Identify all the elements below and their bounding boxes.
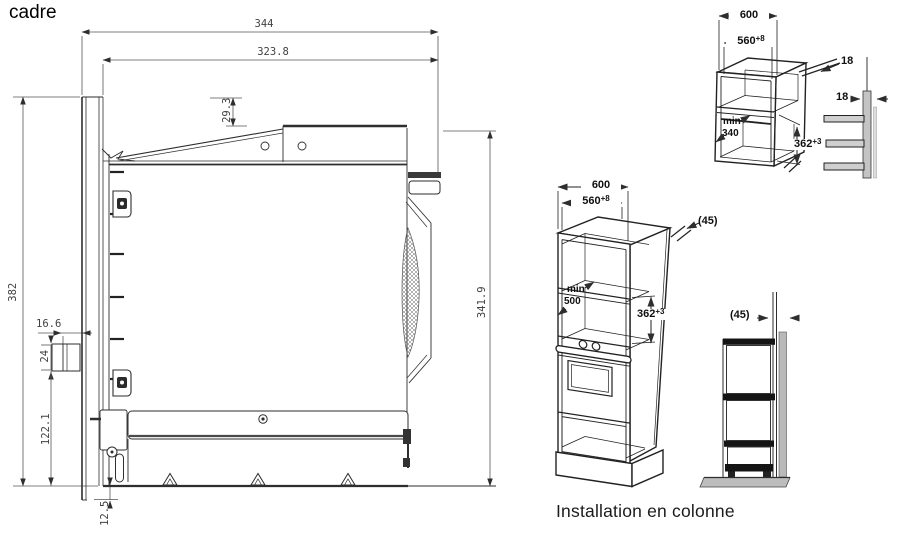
dim-bracket-inset: 16.6 (36, 318, 62, 330)
column-niche-height-tolerance: +3 (655, 306, 665, 316)
rear-fan-grille (401, 196, 432, 384)
dim-total-width: 344 (242, 19, 286, 30)
oven-knob (578, 339, 588, 349)
cabinet-foot (728, 471, 735, 478)
mounting-hole (260, 141, 270, 151)
dim-body-height: 341.9 (475, 286, 488, 319)
niche-height-tolerance: +3 (812, 136, 822, 146)
niche-width-tolerance: +8 (755, 33, 765, 43)
dim-bracket-height: 24 (38, 349, 51, 363)
niche-width-value: 560 (737, 35, 756, 47)
column-min-depth-label: min (567, 284, 585, 295)
niche-cabinet-linework (714, 12, 888, 179)
niche-side-section (823, 57, 888, 179)
dim-front-overhang: 12.5 (98, 500, 111, 526)
column-front-face (555, 232, 632, 472)
column-niche-width-tolerance: +8 (600, 193, 610, 203)
niche-height-value: 362 (794, 138, 813, 150)
niche-height-dim: 362+3 (792, 136, 824, 150)
column-niche-width-value: 560 (582, 195, 601, 207)
side-panel-thickness-dim: 18 (836, 91, 849, 103)
side-latch-clip (112, 369, 132, 397)
side-latch-clip (112, 190, 132, 218)
side-view-linework (13, 29, 496, 509)
cabinet-foot (763, 471, 771, 478)
column-interior-lines (561, 233, 650, 459)
dim-front-height: 382 (6, 282, 19, 302)
dim-top-recess: 29.3 (220, 97, 233, 123)
rear-mounting-tab (408, 172, 441, 178)
niche-min-depth-value: 340 (722, 128, 739, 139)
column-cabinet-width-dim: 600 (581, 180, 621, 191)
frame-label: cadre (9, 2, 57, 23)
oven-door-window (567, 359, 613, 398)
niche-cabinet-width-dim: 600 (729, 10, 769, 21)
installation-caption: Installation en colonne (556, 501, 735, 521)
column-cabinet-linework (555, 183, 700, 488)
top-bracket-hook (101, 148, 136, 162)
oven-handle (555, 344, 632, 364)
dim-body-width: 323.8 (248, 47, 298, 58)
oven-knob (591, 341, 601, 351)
niche-min-depth-label: min (723, 116, 741, 127)
column-rear-gap-dim: (45) (698, 215, 718, 227)
base-screw (258, 414, 268, 424)
column-min-depth-value: 500 (564, 296, 581, 307)
column-side-gap-dim: (45) (730, 309, 750, 321)
rear-panel-thickness-dim: 18 (841, 55, 854, 67)
front-bracket (51, 343, 81, 372)
column-niche-height-value: 362 (637, 308, 656, 320)
niche-dimension-lines (715, 12, 841, 173)
door-hinge (90, 409, 128, 483)
mounting-hole (297, 141, 307, 151)
column-niche-width-dim: 560+8 (571, 193, 621, 207)
levelling-feet (162, 472, 356, 486)
niche-width-dim: 560+8 (726, 33, 776, 47)
floor-slab (699, 477, 791, 488)
column-side-section (699, 292, 800, 488)
dim-bracket-to-base: 122.1 (39, 413, 52, 446)
column-niche-height-dim: 362+3 (635, 306, 667, 320)
